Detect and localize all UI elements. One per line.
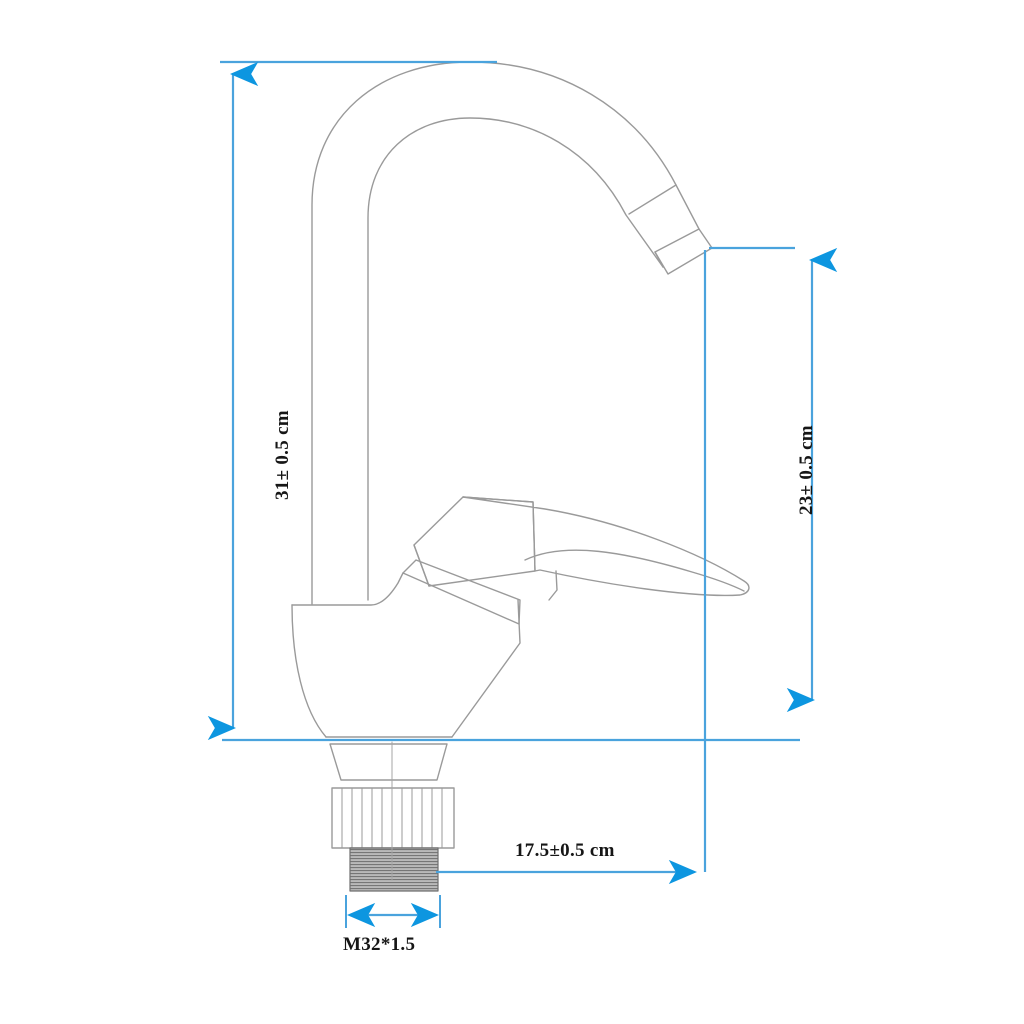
faucet-outline-group (291, 61, 750, 892)
lever-handle (462, 496, 750, 597)
dimension-lines-group (207, 60, 838, 928)
dimension-label-spout-height: 23± 0.5 cm (796, 425, 817, 515)
cartridge-cap (413, 496, 536, 587)
faucet-body-shell (291, 572, 404, 606)
cartridge-seam (413, 544, 430, 587)
dimension-label-spout-reach: 17.5±0.5 cm (515, 840, 615, 861)
gooseneck-inner-wall (367, 117, 664, 601)
aerator-tip (654, 228, 713, 275)
threaded-shank (349, 847, 439, 892)
faucet-body-right-flank (451, 599, 521, 738)
dimension-label-total-height: 31± 0.5 cm (272, 410, 293, 500)
faucet-body-left-flank (291, 604, 327, 738)
lever-handle-notch (548, 570, 558, 601)
knurled-collar (331, 787, 455, 849)
shank-shoulder (329, 743, 448, 781)
gooseneck-outer-wall (311, 61, 700, 605)
cartridge-housing (402, 559, 521, 625)
aerator-inner-seam (654, 251, 664, 268)
dimension-label-thread-size: M32*1.5 (343, 934, 416, 955)
lever-handle-crease (524, 549, 745, 592)
aerator-seam (628, 184, 677, 215)
